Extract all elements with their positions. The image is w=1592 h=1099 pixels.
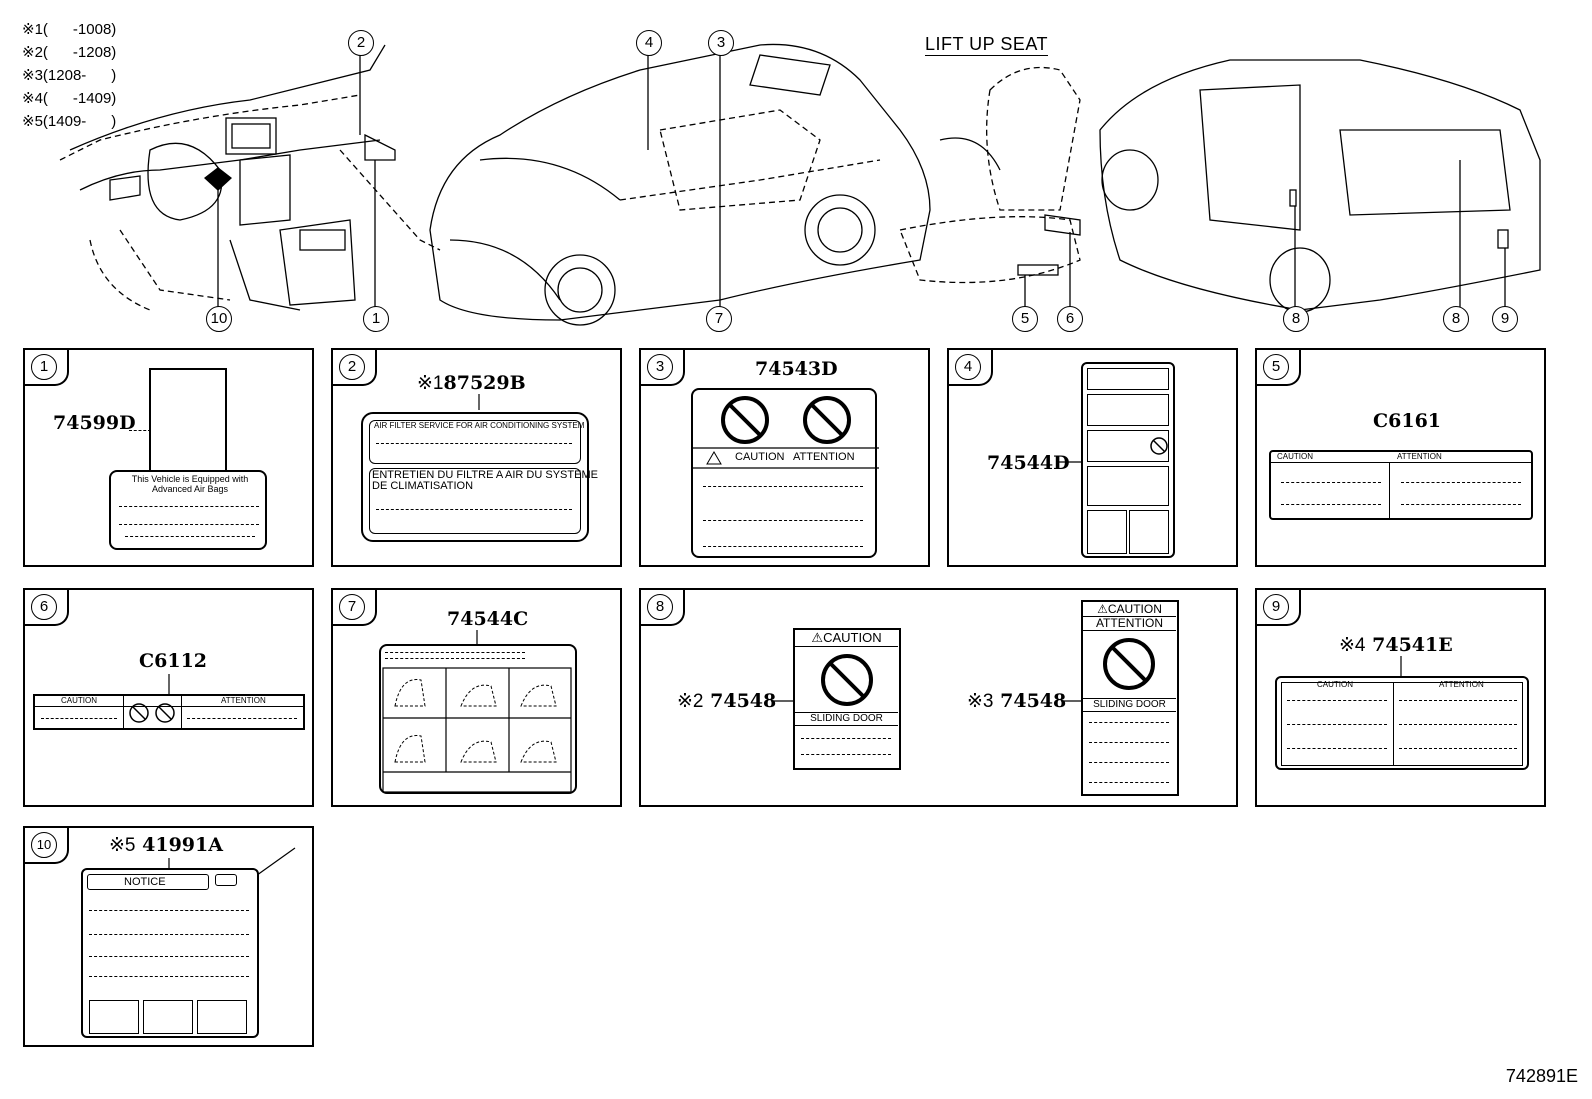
panel-tab: 6 — [23, 588, 69, 626]
label-74548-a: ⚠CAUTION SLIDING DOOR — [793, 628, 901, 770]
part-number: C6161 — [1373, 410, 1442, 432]
no-hand-icon — [693, 396, 879, 469]
panel-7: 7 74544C — [331, 588, 622, 807]
panel-5: 5 C6161 CAUTION ATTENTION — [1255, 348, 1546, 567]
label-C6112: CAUTION ATTENTION — [33, 694, 305, 730]
callout-5: 5 — [1012, 306, 1038, 332]
label-87529B: AIR FILTER SERVICE FOR AIR CONDITIONING … — [361, 412, 598, 542]
label-74544D — [1081, 362, 1175, 558]
callout-8b: 8 — [1443, 306, 1469, 332]
callout-10: 10 — [206, 306, 232, 332]
no-hand-icon — [1103, 638, 1155, 690]
panel-10: 10 ※5 41991A NOTICE — [23, 826, 314, 1047]
part-number: 74543D — [755, 358, 838, 380]
label-74541E: CAUTION ATTENTION — [1275, 676, 1529, 770]
panel-3: 3 74543D CAUTION ATTENTION — [639, 348, 930, 567]
callout-7: 7 — [706, 306, 732, 332]
label-74599D: This Vehicle is Equipped with Advanced A… — [109, 470, 267, 550]
part-number: ※187529B — [417, 372, 526, 394]
panel-tab: 7 — [331, 588, 377, 626]
label-74544C — [379, 644, 577, 794]
note-2: ※2( -1208) — [22, 44, 117, 61]
no-hand-icon — [821, 654, 873, 706]
part-number: C6112 — [139, 650, 208, 672]
part-number: 74599D — [53, 412, 136, 434]
note-1: ※1( -1008) — [22, 21, 117, 38]
panel-tab: 3 — [639, 348, 685, 386]
label-shape — [149, 368, 227, 472]
callout-9: 9 — [1492, 306, 1518, 332]
lift-up-seat-title: LIFT UP SEAT — [925, 34, 1049, 56]
panel-tab: 4 — [947, 348, 993, 386]
prohibited-icon — [1150, 437, 1168, 455]
label-74543D: CAUTION ATTENTION — [691, 388, 879, 558]
applicability-notes: ※1( -1008) ※2( -1208) ※3(1208- ) ※4( -14… — [22, 18, 116, 133]
seat-operation-illustrations — [382, 667, 572, 793]
callout-2: 2 — [348, 30, 374, 56]
panel-tab: 2 — [331, 348, 377, 386]
no-hand-icon — [129, 703, 175, 723]
label-41991A: NOTICE — [81, 868, 259, 1038]
note-5: ※5(1409- ) — [22, 113, 117, 130]
panel-tab: 9 — [1255, 588, 1301, 626]
panel-tab: 5 — [1255, 348, 1301, 386]
panel-4: 4 74544D — [947, 348, 1238, 567]
callout-8a: 8 — [1283, 306, 1309, 332]
callout-1: 1 — [363, 306, 389, 332]
callout-6: 6 — [1057, 306, 1083, 332]
panel-tab: 1 — [23, 348, 69, 386]
part-number: ※4 74541E — [1339, 634, 1453, 656]
part-number-right: ※3 74548 — [967, 690, 1067, 712]
panel-1: 1 74599D This Vehicle is Equipped with A… — [23, 348, 314, 567]
panel-tab: 8 — [639, 588, 685, 626]
dashboard-drawing — [59, 43, 1541, 326]
part-number: ※5 41991A — [109, 834, 223, 856]
callout-3: 3 — [708, 30, 734, 56]
panel-2: 2 ※187529B AIR FILTER SERVICE FOR AIR CO… — [331, 348, 622, 567]
note-3: ※3(1208- ) — [22, 67, 117, 84]
panel-tab: 10 — [23, 826, 69, 864]
note-4: ※4( -1409) — [22, 90, 117, 107]
part-number-left: ※2 74548 — [677, 690, 777, 712]
part-number: 74544C — [447, 608, 529, 630]
figure-code: 742891E — [1505, 1066, 1578, 1086]
label-C6161: CAUTION ATTENTION — [1269, 450, 1533, 520]
panel-8: 8 ※2 74548 ⚠CAUTION SLIDING DOOR ※3 7454… — [639, 588, 1238, 807]
part-number: 74544D — [987, 452, 1070, 474]
panel-6: 6 C6112 CAUTION ATTENTION — [23, 588, 314, 807]
panel-9: 9 ※4 74541E CAUTION ATTENTION — [1255, 588, 1546, 807]
callout-4: 4 — [636, 30, 662, 56]
label-74548-b: ⚠CAUTION ATTENTION SLIDING DOOR — [1081, 600, 1179, 796]
